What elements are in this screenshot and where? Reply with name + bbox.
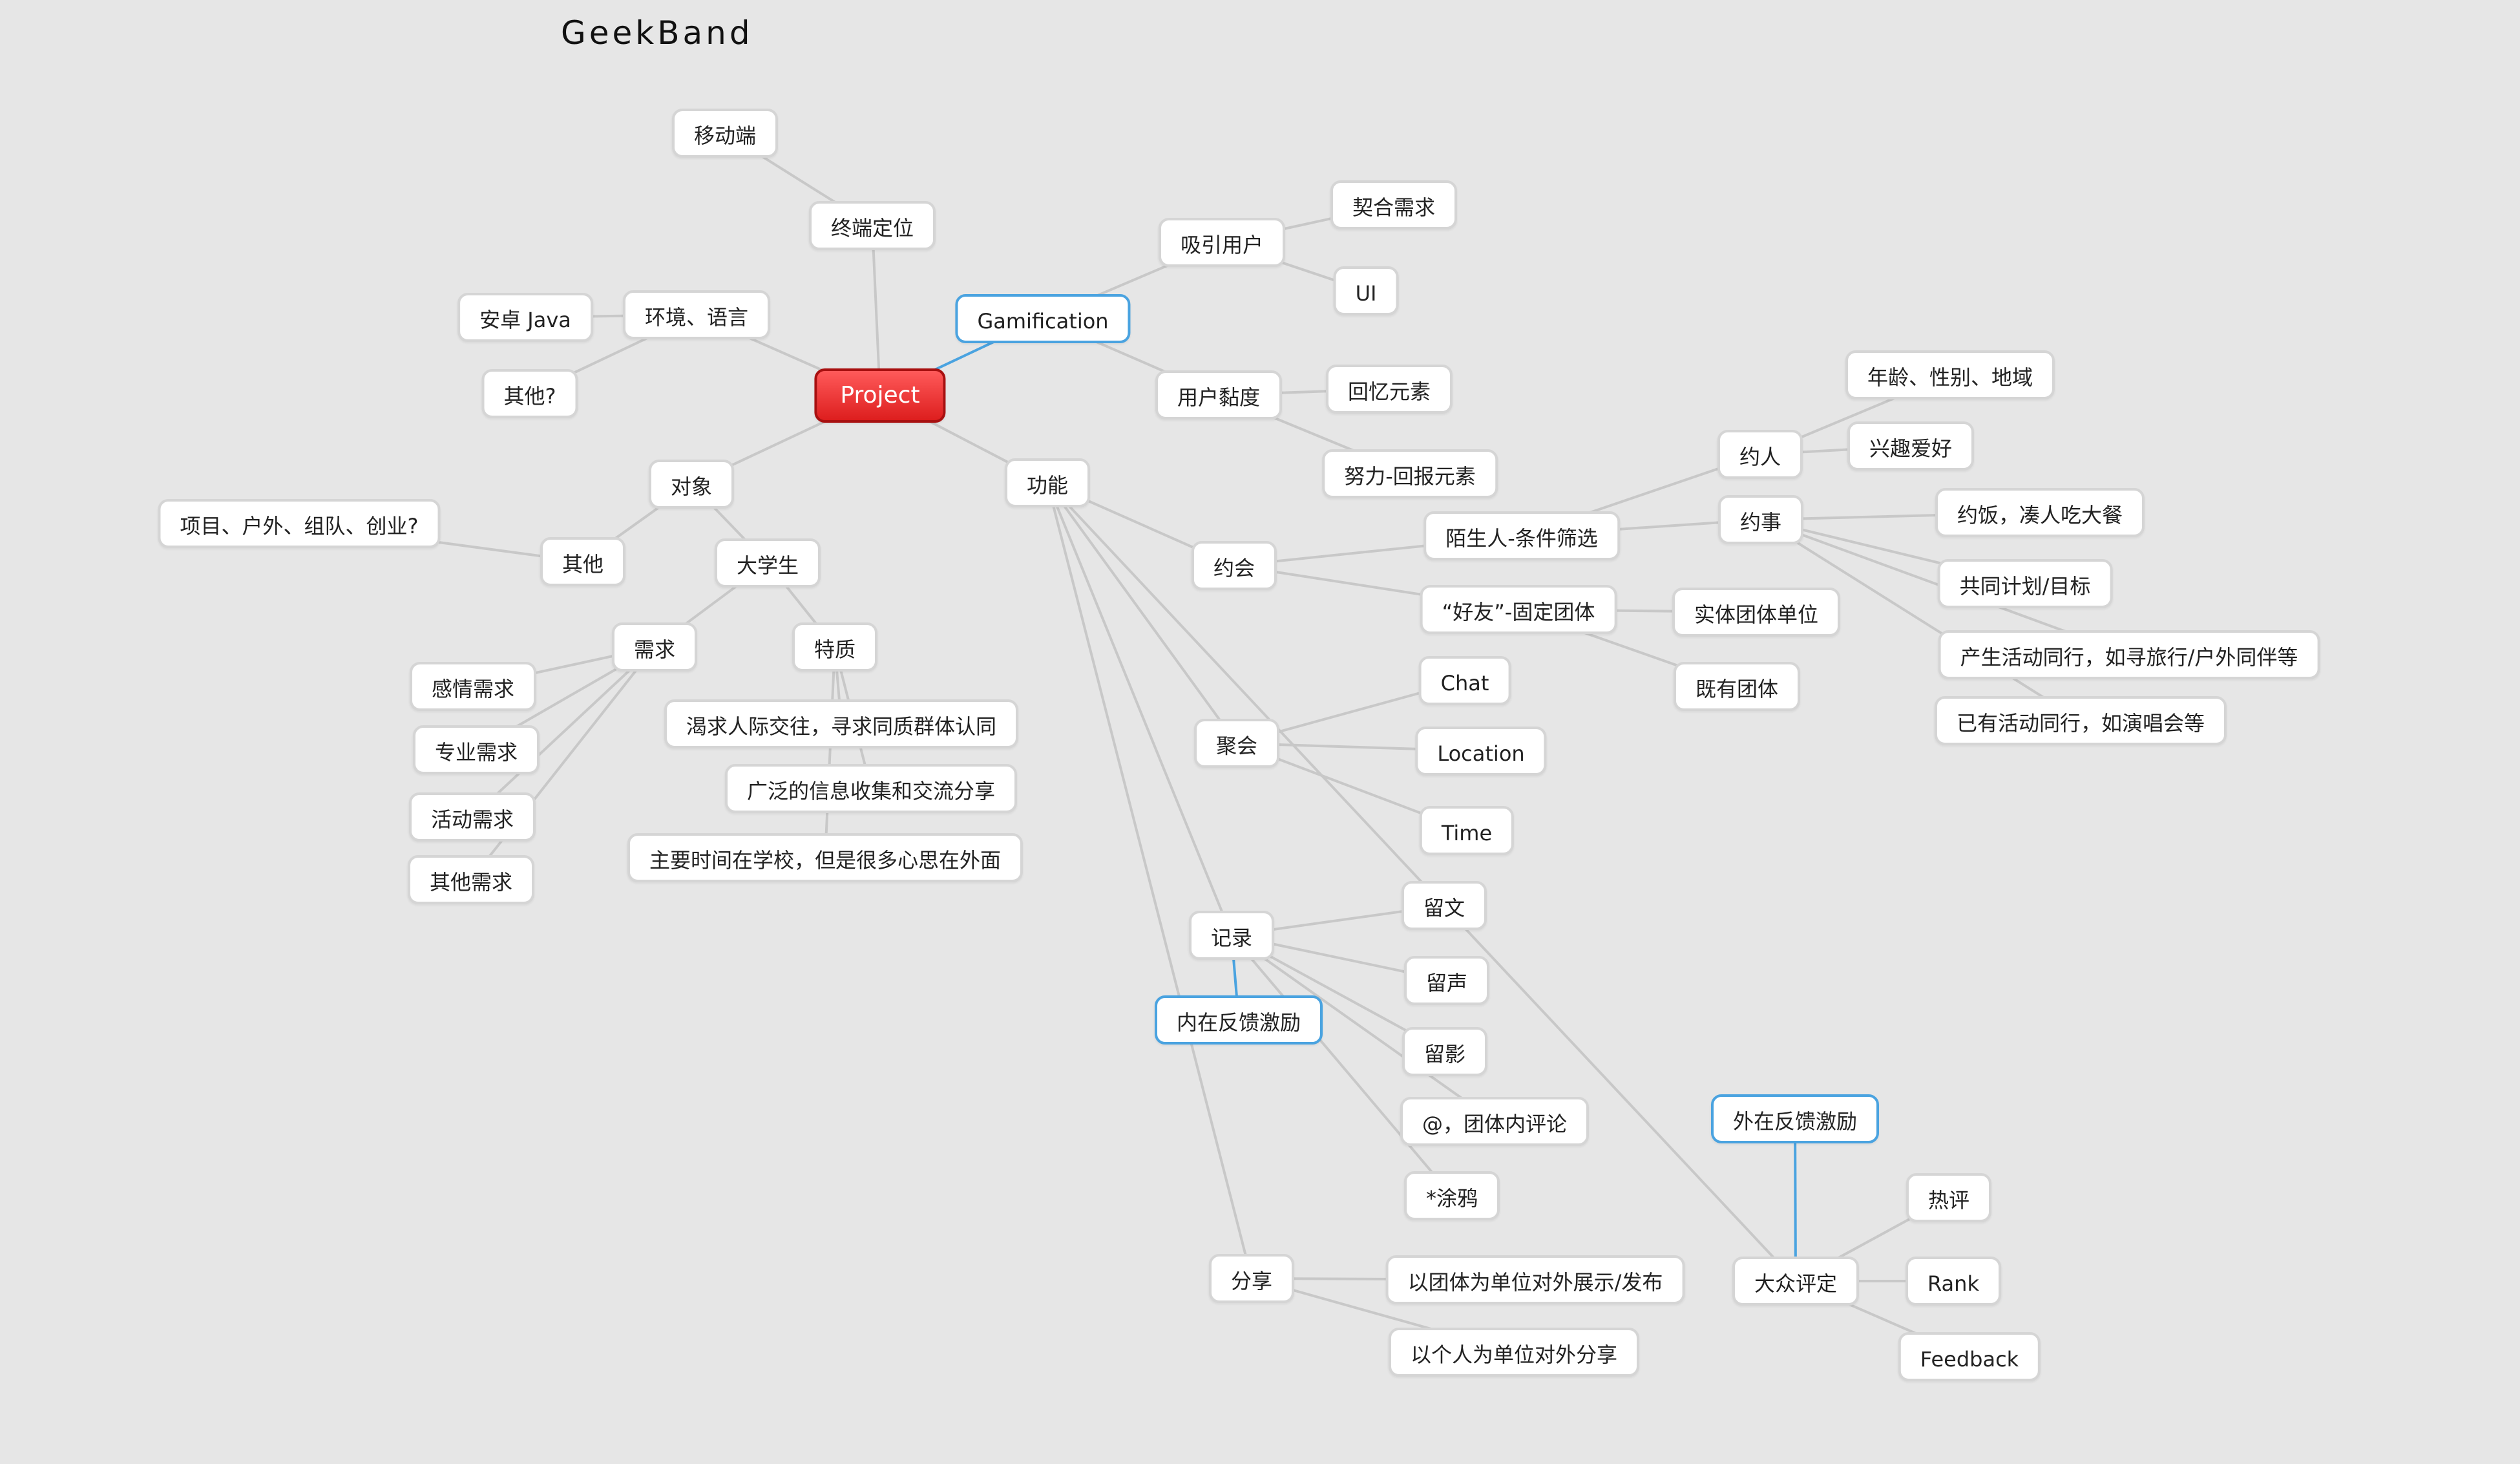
node-feedback[interactable]: Feedback — [1898, 1332, 2041, 1381]
node-ui[interactable]: UI — [1333, 266, 1399, 315]
node-stranger-filter[interactable]: 陌生人-条件筛选 — [1423, 511, 1620, 560]
node-terminal-positioning[interactable]: 终端定位 — [808, 201, 936, 250]
node-effort-reward[interactable]: 努力-回报元素 — [1322, 449, 1498, 498]
node-age-gender-region[interactable]: 年龄、性别、地域 — [1845, 350, 2055, 399]
node-target-other[interactable]: 其他 — [540, 537, 626, 586]
node-interests[interactable]: 兴趣爱好 — [1847, 421, 1975, 471]
node-gamification[interactable]: Gamification — [955, 294, 1131, 343]
node-concert-companion[interactable]: 已有活动同行，如演唱会等 — [1934, 696, 2227, 745]
node-share-personal[interactable]: 以个人为单位对外分享 — [1388, 1328, 1640, 1377]
node-dating[interactable]: 约会 — [1191, 541, 1277, 590]
node-rank[interactable]: Rank — [1906, 1257, 2001, 1306]
node-shared-plan[interactable]: 共同计划/目标 — [1937, 559, 2113, 608]
node-chat[interactable]: Chat — [1418, 656, 1511, 705]
node-other-needs[interactable]: 其他需求 — [407, 855, 535, 904]
node-environment-language[interactable]: 环境、语言 — [622, 290, 771, 339]
connector-meet_event-concert — [1759, 518, 2082, 722]
node-mention-comment[interactable]: @，团体内评论 — [1400, 1097, 1590, 1146]
node-dinner[interactable]: 约饭，凑人吃大餐 — [1935, 488, 2145, 537]
node-trait-social[interactable]: 渴求人际交往，寻求同质群体认同 — [664, 699, 1019, 748]
node-trait-info[interactable]: 广泛的信息收集和交流分享 — [724, 764, 1018, 813]
node-public-review[interactable]: 大众评定 — [1732, 1257, 1860, 1306]
connector-project-terminal — [871, 225, 881, 396]
node-emotional-needs[interactable]: 感情需求 — [409, 662, 537, 711]
node-professional-needs[interactable]: 专业需求 — [412, 725, 540, 774]
node-intrinsic-feedback[interactable]: 内在反馈激励 — [1154, 995, 1323, 1045]
node-meet-event[interactable]: 约事 — [1717, 495, 1804, 544]
connector-extrinsic-public_review — [1794, 1118, 1797, 1282]
node-college-student[interactable]: 大学生 — [714, 538, 821, 588]
node-android-java[interactable]: 安卓 Java — [457, 293, 593, 342]
node-friends-group[interactable]: “好友”-固定团体 — [1420, 585, 1617, 634]
node-record[interactable]: 记录 — [1188, 911, 1275, 960]
node-activity-needs[interactable]: 活动需求 — [408, 792, 536, 842]
node-match-needs[interactable]: 契合需求 — [1330, 180, 1458, 229]
node-other-question[interactable]: 其他? — [481, 369, 578, 418]
node-ventures[interactable]: 项目、户外、组队、创业? — [158, 499, 441, 548]
node-meet-people[interactable]: 约人 — [1717, 430, 1803, 479]
node-traits[interactable]: 特质 — [792, 622, 878, 672]
node-share-group[interactable]: 以团体为单位对外展示/发布 — [1385, 1255, 1685, 1304]
map-title: GeekBand — [561, 14, 753, 52]
node-target[interactable]: 对象 — [648, 460, 735, 509]
connector-features-share — [1046, 482, 1253, 1279]
node-trait-time[interactable]: 主要时间在学校，但是很多心思在外面 — [627, 833, 1024, 882]
node-features[interactable]: 功能 — [1004, 458, 1091, 507]
node-doodle[interactable]: *涂鸦 — [1403, 1171, 1500, 1220]
node-travel-companion[interactable]: 产生活动同行，如寻旅行/户外同伴等 — [1938, 630, 2320, 679]
node-leave-voice[interactable]: 留声 — [1403, 956, 1490, 1005]
connector-record-mention — [1230, 934, 1496, 1123]
node-share[interactable]: 分享 — [1208, 1254, 1295, 1303]
node-entity-group[interactable]: 实体团体单位 — [1672, 588, 1841, 637]
node-gathering[interactable]: 聚会 — [1193, 719, 1280, 768]
node-time[interactable]: Time — [1419, 806, 1515, 855]
node-leave-photo[interactable]: 留影 — [1402, 1027, 1488, 1076]
node-hot-comments[interactable]: 热评 — [1906, 1173, 1992, 1222]
node-user-stickiness[interactable]: 用户黏度 — [1155, 370, 1283, 419]
node-extrinsic-feedback[interactable]: 外在反馈激励 — [1710, 1094, 1880, 1143]
node-project[interactable]: Project — [814, 368, 946, 423]
node-location[interactable]: Location — [1415, 727, 1547, 776]
node-mobile[interactable]: 移动端 — [671, 109, 779, 158]
node-attract-users[interactable]: 吸引用户 — [1158, 218, 1286, 267]
connector-record-doodle — [1230, 934, 1453, 1197]
connector-traits-trait_time — [824, 646, 836, 858]
connector-needs-need_activity — [471, 646, 656, 818]
node-existing-group[interactable]: 既有团体 — [1673, 662, 1801, 711]
node-memory-elements[interactable]: 回忆元素 — [1325, 365, 1453, 414]
connector-features-record — [1046, 482, 1233, 936]
connector-features-gather — [1046, 482, 1238, 745]
node-needs[interactable]: 需求 — [611, 622, 698, 672]
node-leave-text[interactable]: 留文 — [1401, 881, 1487, 930]
